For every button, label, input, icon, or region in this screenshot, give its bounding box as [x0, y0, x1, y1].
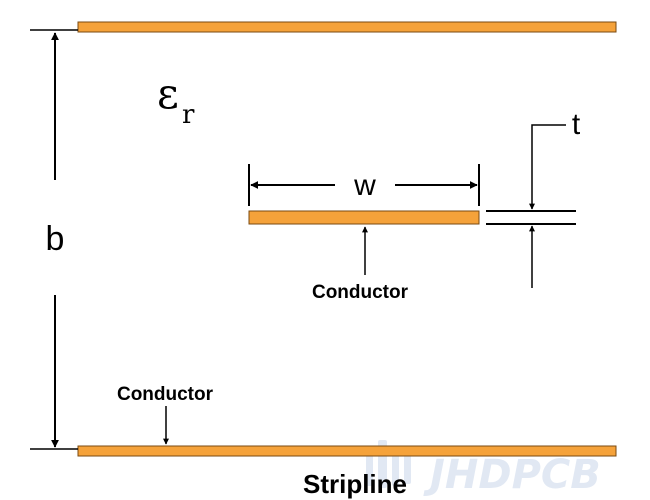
- watermark-text: JHDPCB: [423, 452, 601, 498]
- epsilon-label: ε: [157, 69, 179, 118]
- conductor-middle-label: Conductor: [312, 282, 409, 303]
- b-label: b: [46, 220, 65, 258]
- bottom-ground-conductor: [77, 445, 617, 457]
- watermark: JHDPCB: [366, 440, 601, 498]
- t-label: t: [572, 108, 581, 141]
- epsilon-subscript-label: r: [182, 100, 195, 130]
- w-label: w: [353, 169, 376, 202]
- t-leader-arrow-top: [529, 124, 566, 210]
- center-strip-conductor: [248, 210, 480, 225]
- diagram-title: Stripline: [303, 469, 407, 499]
- conductor-bottom-label: Conductor: [117, 384, 214, 405]
- top-ground-conductor: [77, 21, 617, 33]
